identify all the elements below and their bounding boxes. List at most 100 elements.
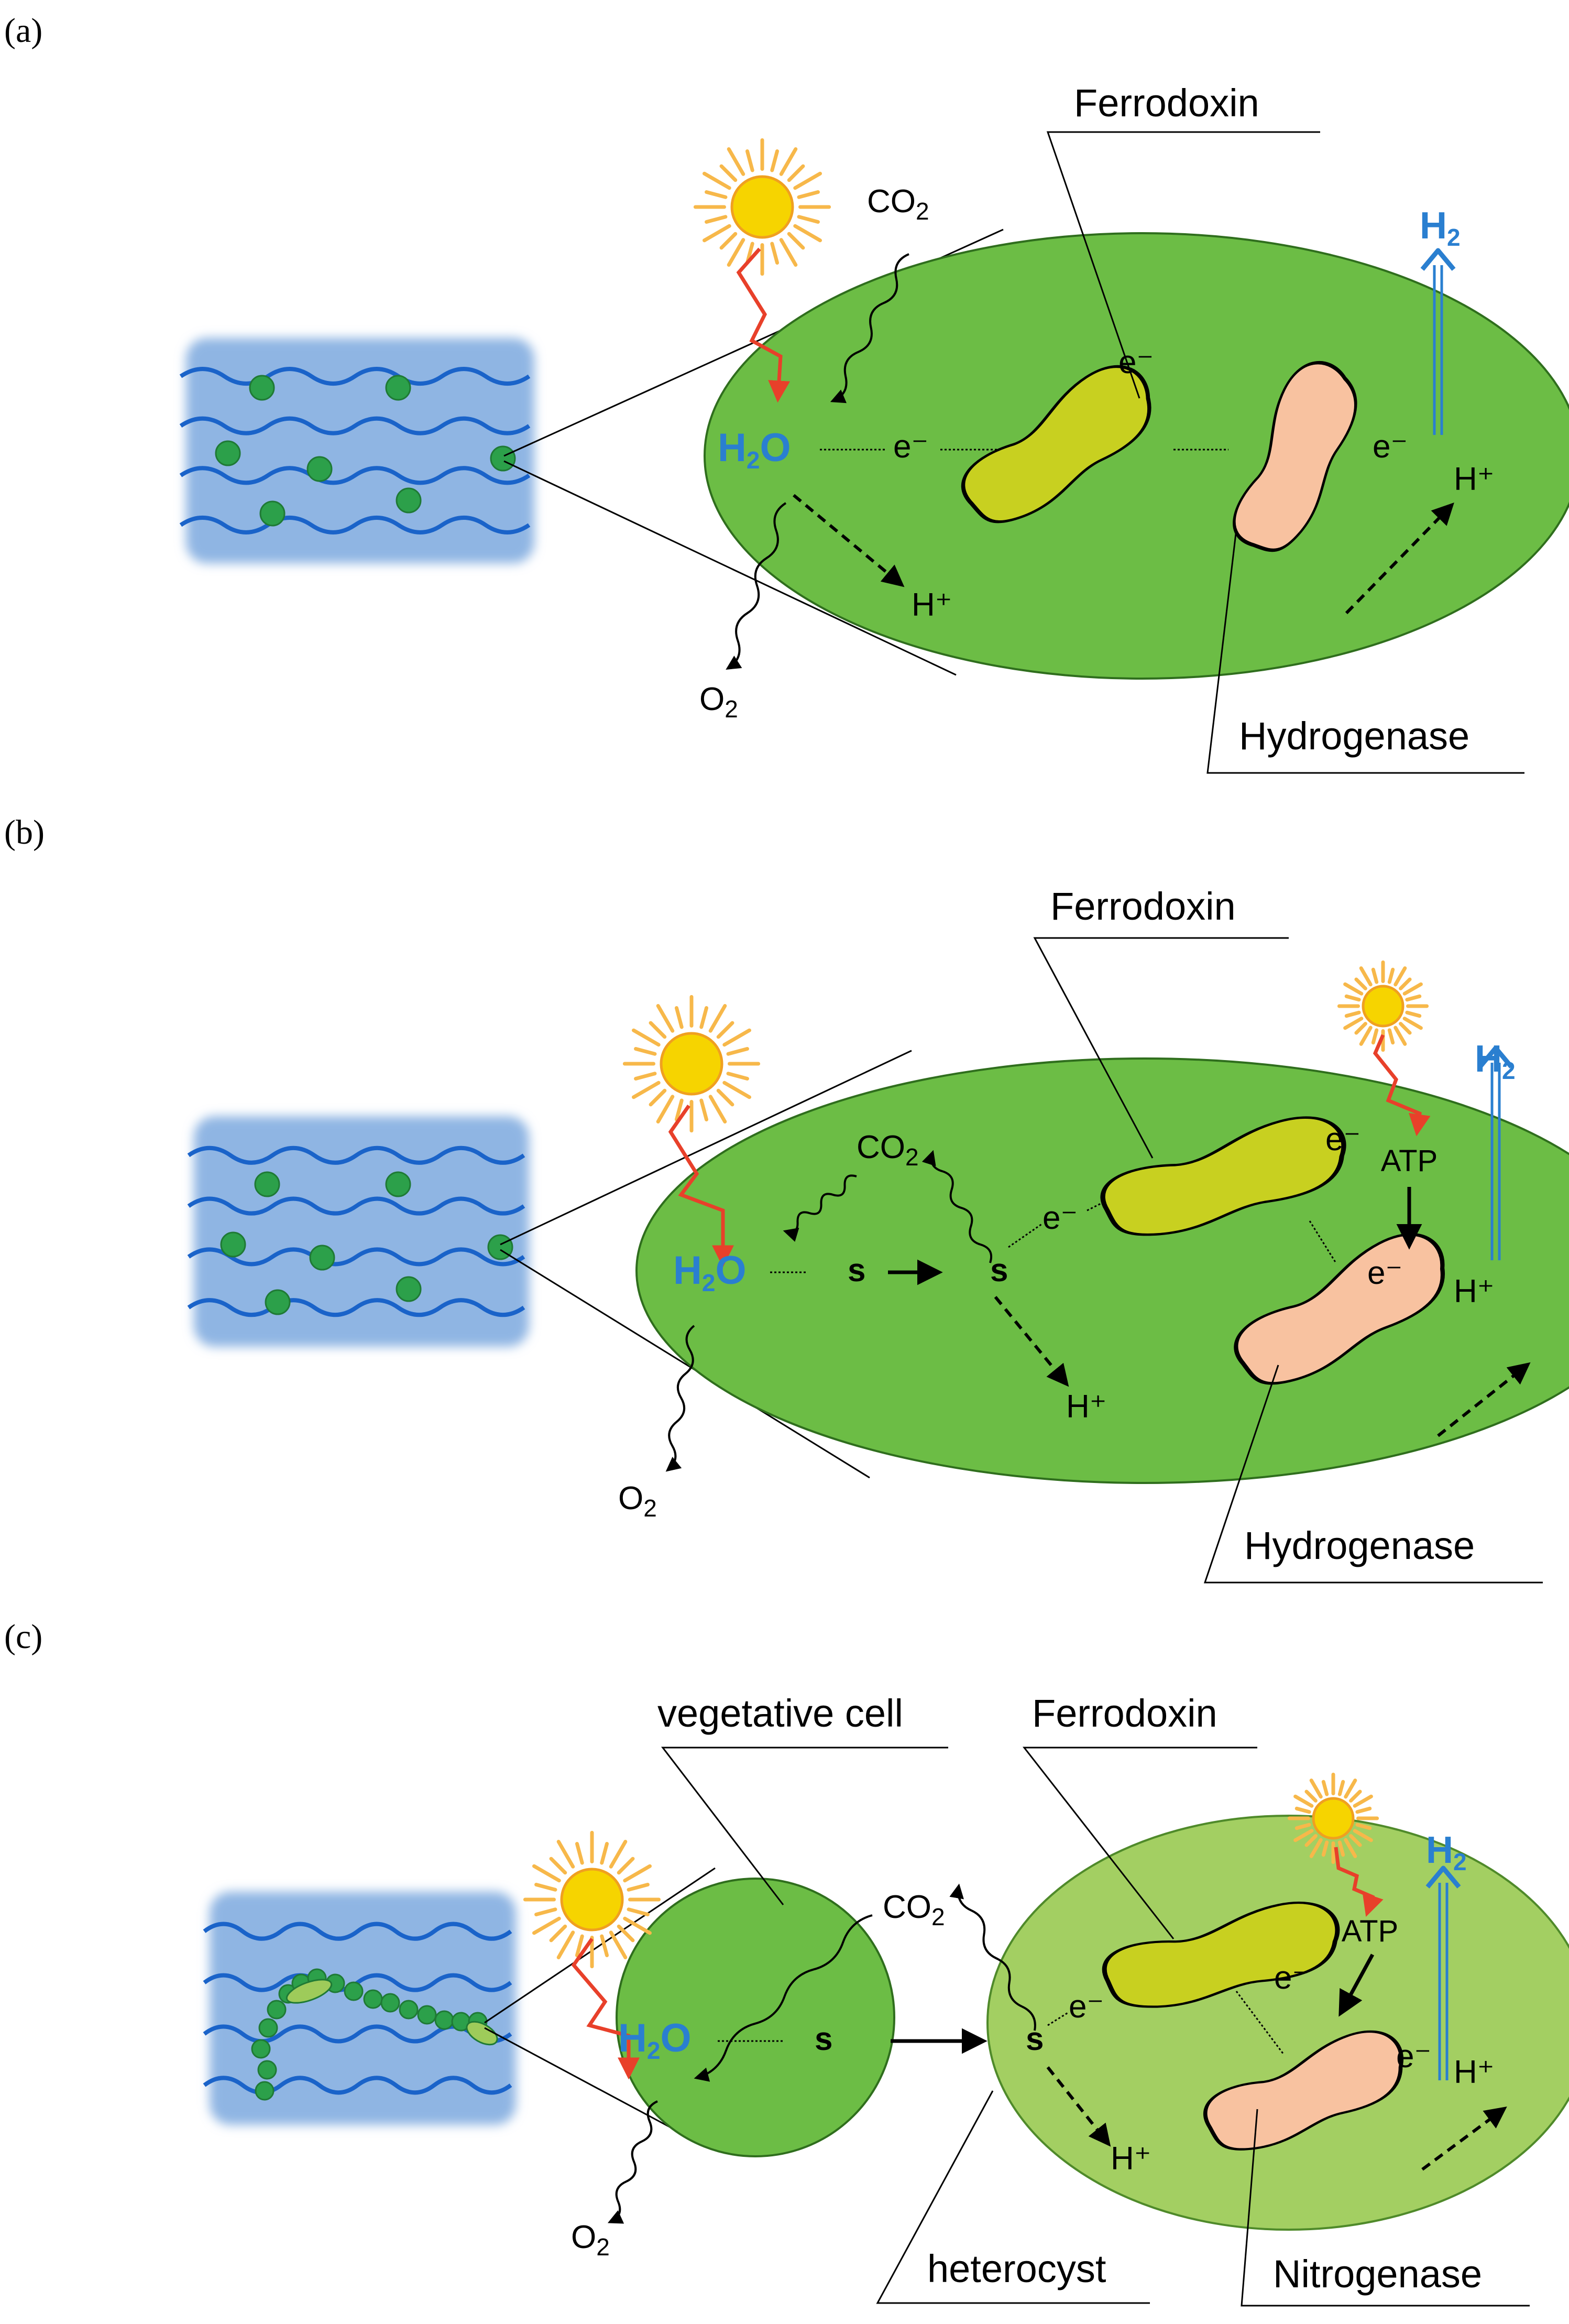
o2-label: O2 bbox=[618, 1480, 657, 1522]
zoom-line bbox=[500, 1050, 912, 1246]
h2-label: H2 bbox=[1426, 1829, 1467, 1875]
water-wave bbox=[179, 466, 531, 485]
light-arrow bbox=[1373, 1034, 1431, 1137]
algal-cell-dot bbox=[259, 500, 286, 527]
water-wave bbox=[203, 1922, 512, 1941]
algal-cell-dot bbox=[306, 456, 333, 482]
co2-label: CO2 bbox=[857, 1129, 919, 1171]
proton-arrow bbox=[1437, 1362, 1531, 1437]
filament-cell bbox=[255, 2081, 275, 2101]
ferrodoxin-blob bbox=[1100, 1116, 1346, 1236]
algal-cell-dot bbox=[220, 1231, 246, 1258]
water-background bbox=[210, 1892, 516, 2125]
water-wave bbox=[203, 2076, 512, 2095]
leader-line bbox=[1241, 2109, 1530, 2307]
panel-a-label: (a) bbox=[4, 12, 42, 50]
proton-label: H⁺ bbox=[1111, 2141, 1151, 2177]
light-arrow bbox=[736, 247, 791, 403]
filament-cell bbox=[257, 2060, 277, 2080]
substrate-label: s bbox=[815, 2021, 832, 2057]
electron-label: e⁻ bbox=[1274, 1960, 1309, 1996]
panel-c-label: (c) bbox=[4, 1618, 42, 1656]
proton-label: H⁺ bbox=[1454, 1273, 1495, 1310]
water-wave bbox=[179, 515, 531, 534]
nitrogenase-label: Nitrogenase bbox=[1273, 2252, 1482, 2296]
ferrodoxin-label: Ferrodoxin bbox=[1032, 1692, 1217, 1735]
filament-cell bbox=[363, 1989, 383, 2009]
filament-cell bbox=[417, 2005, 437, 2025]
o2-arrow bbox=[607, 2100, 658, 2224]
dotted-link bbox=[1235, 1991, 1285, 2055]
hydrogenase-label: Hydrogenase bbox=[1244, 1524, 1475, 1567]
filament-cell bbox=[344, 1981, 364, 2001]
sun-icon bbox=[1337, 960, 1429, 1052]
proton-arrow bbox=[793, 494, 905, 587]
co2-in-arrow bbox=[783, 1174, 857, 1242]
light-arrow bbox=[571, 1937, 640, 2080]
heterocyst-cell bbox=[466, 2021, 498, 2046]
leader-line bbox=[1203, 1365, 1543, 1584]
o2-arrow bbox=[726, 502, 787, 670]
proton-arrow bbox=[1046, 2066, 1111, 2147]
atp-arrow bbox=[1338, 1954, 1375, 2017]
water-wave bbox=[187, 1298, 525, 1317]
algal-cell-dot bbox=[215, 440, 241, 466]
hydrogenase-blob bbox=[1234, 1233, 1445, 1385]
water-background bbox=[194, 1116, 529, 1347]
sun-icon bbox=[1287, 1772, 1379, 1864]
filament-cell bbox=[434, 2010, 454, 2030]
h2o-label: H2O bbox=[718, 425, 791, 474]
electron-label: e⁻ bbox=[1043, 1200, 1078, 1236]
co2-out-arrow bbox=[921, 1150, 993, 1263]
water-wave bbox=[187, 1145, 525, 1165]
filament-cell bbox=[267, 2000, 287, 2020]
proton-arrow bbox=[1421, 2106, 1507, 2171]
leader-line bbox=[661, 1747, 948, 1905]
electron-label: e⁻ bbox=[1373, 429, 1408, 465]
proton-label: H⁺ bbox=[912, 587, 952, 623]
water-wave bbox=[187, 1247, 525, 1267]
algal-cell-dot bbox=[254, 1171, 280, 1197]
ferrodoxin-blob bbox=[1102, 1902, 1340, 2008]
filament-cell bbox=[380, 1993, 400, 2013]
atp-label: ATP bbox=[1381, 1144, 1438, 1178]
filament-cell bbox=[251, 2039, 271, 2059]
cell-body bbox=[704, 232, 1569, 680]
co2-out-arrow bbox=[949, 1883, 1036, 2031]
proton-arrow bbox=[1345, 502, 1454, 615]
h2o-label: H2O bbox=[618, 2016, 692, 2064]
h2-arrow-head bbox=[1425, 1865, 1461, 1889]
water-wave bbox=[179, 367, 531, 386]
dotted-link bbox=[1008, 1223, 1043, 1248]
water-wave bbox=[187, 1196, 525, 1216]
heterocyst-cell bbox=[286, 1979, 333, 2004]
co2-arrow bbox=[830, 253, 909, 403]
hydrogenase-blob bbox=[1233, 361, 1357, 552]
proton-label: H⁺ bbox=[1066, 1389, 1107, 1425]
zoom-line bbox=[503, 460, 957, 676]
heterocyst-label: heterocyst bbox=[927, 2247, 1106, 2290]
filament-cell bbox=[399, 2000, 419, 2020]
filament-cell bbox=[258, 2018, 278, 2038]
proton-label: H⁺ bbox=[1454, 461, 1495, 497]
electron-label: e⁻ bbox=[1325, 1121, 1360, 1158]
substrate-label: s bbox=[1026, 2021, 1044, 2057]
h2-arrow-head bbox=[1420, 248, 1456, 271]
h2o-label: H2O bbox=[673, 1248, 747, 1296]
water-wave bbox=[179, 416, 531, 435]
h2-label: H2 bbox=[1475, 1038, 1516, 1084]
leader-line bbox=[1206, 529, 1524, 774]
leader-line bbox=[876, 2090, 1150, 2304]
h2-label: H2 bbox=[1420, 205, 1461, 251]
substrate-label: s bbox=[990, 1252, 1008, 1289]
h2-arrow-head bbox=[1478, 1045, 1513, 1068]
o2-label: O2 bbox=[699, 681, 738, 723]
algal-cell-dot bbox=[385, 375, 411, 401]
zoom-line bbox=[500, 1249, 870, 1479]
vegetative-cell-label: vegetative cell bbox=[657, 1692, 903, 1735]
leader-line bbox=[1046, 131, 1320, 399]
electron-label: e⁻ bbox=[893, 429, 928, 465]
o2-arrow bbox=[665, 1325, 695, 1472]
zoom-line bbox=[484, 1867, 716, 2024]
